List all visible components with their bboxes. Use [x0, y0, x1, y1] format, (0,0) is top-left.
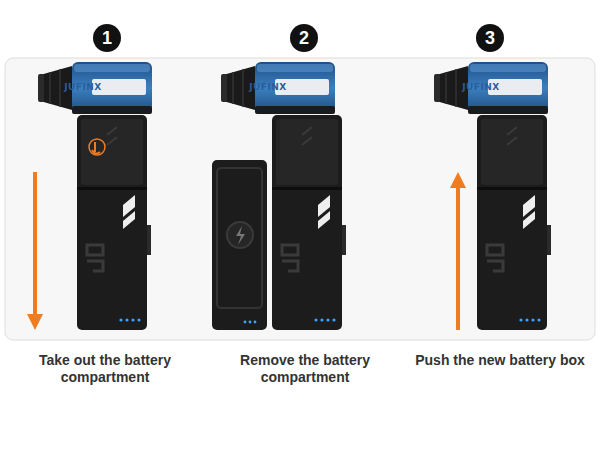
step-caption: Take out the battery compartment	[15, 352, 195, 386]
step-1-device	[38, 62, 152, 330]
callout-circle: 1	[93, 24, 121, 52]
callout-number: 1	[102, 29, 112, 47]
callout-circle: 3	[476, 24, 504, 52]
down-arrow	[33, 172, 37, 322]
brand-logo: JUFINX	[462, 83, 500, 92]
brand-logo: JUFINX	[64, 83, 102, 92]
step-caption: Push the new battery box	[410, 352, 590, 369]
step-2-device	[212, 62, 346, 330]
callout-number: 2	[299, 29, 309, 47]
step-3-device	[434, 62, 551, 330]
panel	[5, 58, 595, 340]
brand-logo: JUFINX	[249, 83, 287, 92]
callout-number: 3	[485, 29, 495, 47]
up-arrow	[456, 180, 460, 330]
step-caption: Remove the battery compartment	[215, 352, 395, 386]
callout-circle: 2	[290, 24, 318, 52]
